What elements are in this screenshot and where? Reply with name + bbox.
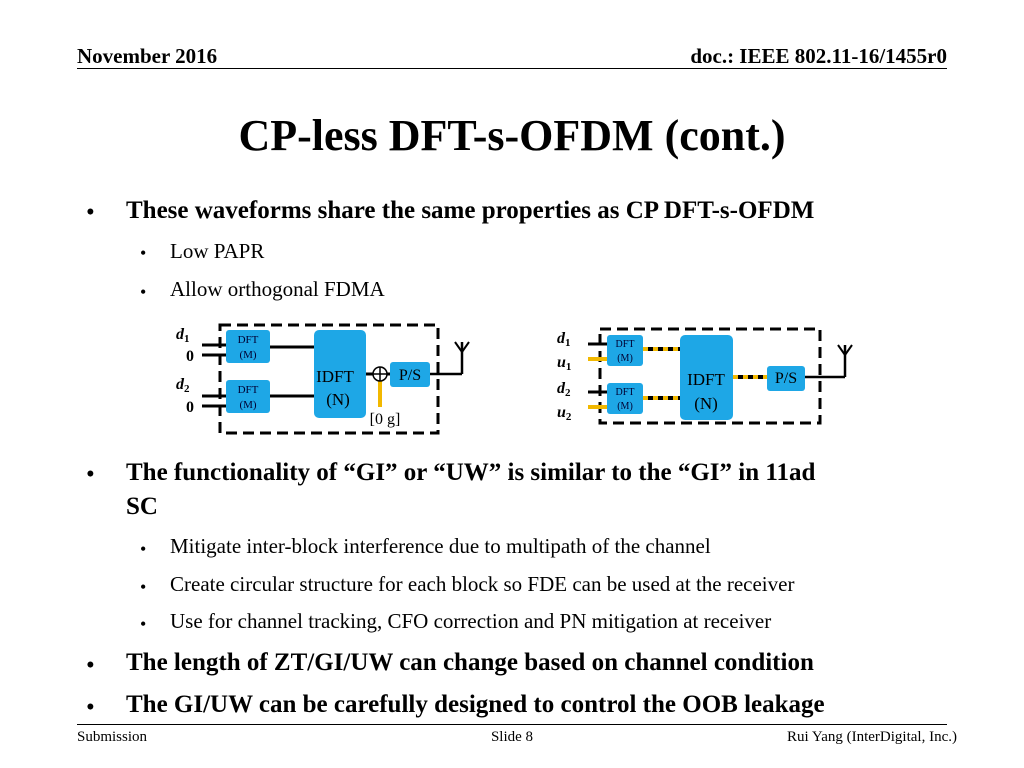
dft-label: DFT <box>238 334 259 346</box>
dft-block <box>607 335 643 366</box>
sub-bullet-marker: • <box>140 539 147 559</box>
dft-size-label: (M) <box>239 399 256 411</box>
label-d1: d1 <box>176 326 190 345</box>
footer-submission: Submission <box>77 729 148 745</box>
dft-block <box>607 383 643 414</box>
label-u1: u1 <box>557 354 571 373</box>
sub-bullet-low-papr: Low PAPR <box>170 239 265 263</box>
footer-slide-number: Slide 8 <box>490 729 534 745</box>
sub-bullet-marker: • <box>140 282 147 302</box>
label-d2: d2 <box>557 380 571 399</box>
dft-size-label: (M) <box>239 349 256 361</box>
header-date: November 2016 <box>77 44 218 68</box>
ps-block <box>767 366 805 391</box>
label-u2: u2 <box>557 404 572 423</box>
idft-block <box>680 335 733 420</box>
idft-block <box>314 330 366 418</box>
header-doc-id: doc.: IEEE 802.11-16/1455r0 <box>690 44 947 68</box>
sub-bullet-marker: • <box>140 614 147 634</box>
label-d2: d2 <box>176 376 190 395</box>
dashed-frame <box>598 327 822 425</box>
footer-author: Rui Yang (InterDigital, Inc.) <box>787 729 957 745</box>
bullet-marker: • <box>86 694 95 721</box>
dft-block <box>226 330 270 363</box>
gi-label: [0 g] <box>370 411 401 428</box>
dft-label: DFT <box>616 387 635 398</box>
sub-bullet-marker: • <box>140 577 147 597</box>
bullet-properties: These waveforms share the same propertie… <box>126 197 815 224</box>
idft-label: IDFT <box>316 367 354 386</box>
dft-size-label: (M) <box>617 401 633 412</box>
idft-label: IDFT <box>687 370 725 389</box>
sub-bullet-tracking: Use for channel tracking, CFO correction… <box>170 609 772 633</box>
bullet-length: The length of ZT/GI/UW can change based … <box>126 649 814 676</box>
bullet-functionality-cont: SC <box>126 493 158 520</box>
dft-block <box>226 380 270 413</box>
diagram-left: d1 0 d2 0 DFT (M) DFT (M) IDFT (N) P/S [… <box>176 323 470 435</box>
sub-bullet-circular: Create circular structure for each block… <box>170 572 795 596</box>
bullet-marker: • <box>86 199 95 226</box>
ps-label: P/S <box>399 367 421 384</box>
dft-label: DFT <box>238 384 259 396</box>
sub-bullet-marker: • <box>140 243 147 263</box>
bullet-oob: The GI/UW can be carefully designed to c… <box>126 691 825 718</box>
dashed-frame <box>218 323 440 435</box>
bullet-marker: • <box>86 652 95 679</box>
footer-rule <box>77 724 947 725</box>
label-zero1: 0 <box>186 348 194 365</box>
label-zero2: 0 <box>186 399 194 416</box>
ps-block <box>390 362 430 387</box>
idft-size-label: (N) <box>326 390 350 409</box>
sub-bullet-fdma: Allow orthogonal FDMA <box>170 277 385 301</box>
sub-bullet-mitigate: Mitigate inter-block interference due to… <box>170 534 711 558</box>
antenna-icon <box>454 341 470 354</box>
dft-size-label: (M) <box>617 353 633 364</box>
antenna-icon <box>837 344 853 357</box>
idft-size-label: (N) <box>694 394 718 413</box>
diagram-right: d1 u1 d2 u2 DFT (M) DFT (M) IDFT (N) P/S <box>557 327 853 425</box>
header-rule <box>77 68 947 69</box>
ps-label: P/S <box>775 370 797 387</box>
bullet-functionality: The functionality of “GI” or “UW” is sim… <box>126 459 816 486</box>
slide-title: CP-less DFT-s-OFDM (cont.) <box>238 111 786 160</box>
label-d1: d1 <box>557 330 571 349</box>
bullet-marker: • <box>86 461 95 488</box>
dft-label: DFT <box>616 339 635 350</box>
